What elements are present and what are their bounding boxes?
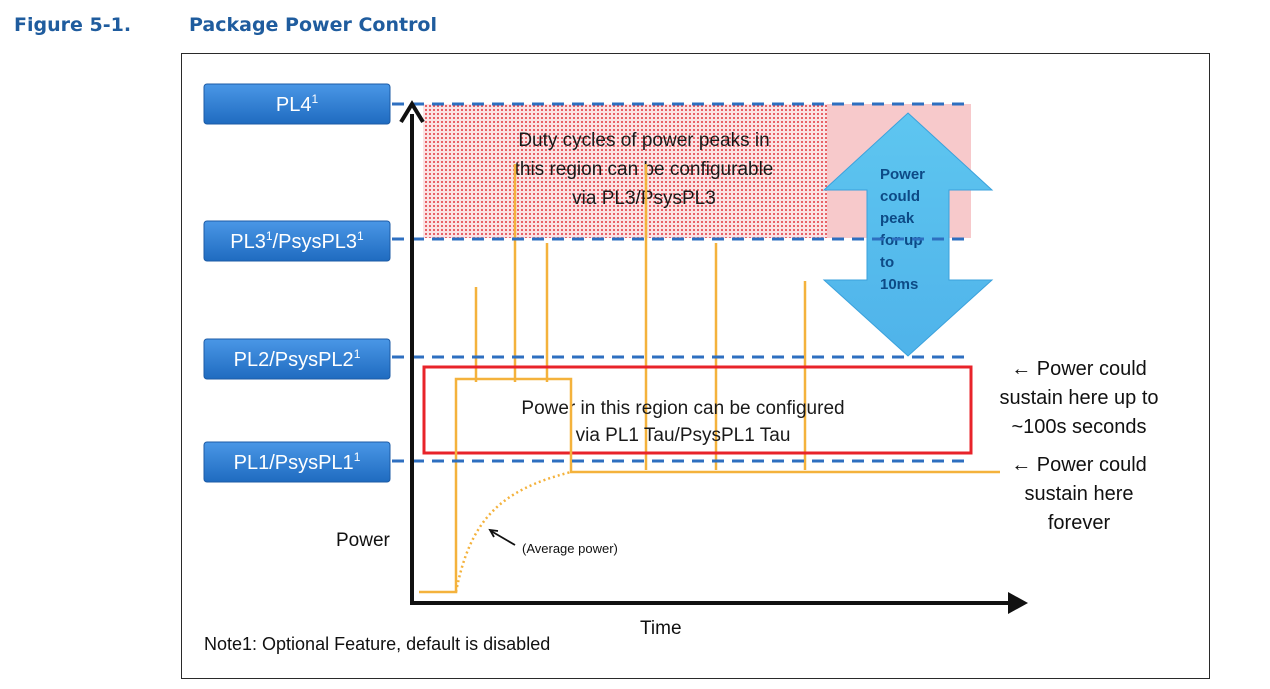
pl2-note-1: ← Power could	[1011, 358, 1147, 380]
svg-text:PL41: PL41	[276, 92, 319, 116]
level-lines	[392, 102, 972, 463]
pl1-note-1: ← Power could	[1011, 454, 1147, 476]
x-axis-label: Time	[640, 618, 682, 639]
peak-region-text-2: this region can be configurable	[515, 159, 774, 180]
pl1-note-2: sustain here	[1025, 483, 1134, 505]
average-power-label: (Average power)	[522, 541, 618, 556]
pl1-label: PL1/PsysPL11	[203, 441, 391, 483]
x-axis-arrowhead	[1008, 592, 1028, 614]
arrow-label-6: 10ms	[880, 276, 918, 293]
power-signal	[419, 377, 1000, 594]
average-power-pointer-head	[488, 528, 499, 538]
figure-number: Figure 5-1.	[14, 14, 132, 36]
svg-text:PL2/PsysPL21: PL2/PsysPL21	[234, 347, 361, 371]
peak-duration-arrow	[822, 112, 994, 357]
pl3-label: PL31/PsysPL31	[203, 220, 391, 262]
footnote: Note1: Optional Feature, default is disa…	[204, 634, 550, 654]
average-power-curve	[454, 470, 572, 593]
pl2-note-3: ~100s seconds	[1011, 416, 1146, 438]
peak-region-dotted	[423, 104, 827, 238]
pl2-label: PL2/PsysPL21	[203, 338, 391, 380]
pl4-label: PL41	[203, 83, 391, 125]
figure-caption: Figure 5-1. Package Power Control	[14, 14, 437, 36]
y-axis-label: Power	[336, 530, 391, 551]
peak-region-text-1: Duty cycles of power peaks in	[518, 130, 769, 151]
sustain-region-text-2: via PL1 Tau/PsysPL1 Tau	[576, 425, 791, 446]
arrow-label-1: Power	[880, 166, 925, 183]
peak-region-text-3: via PL3/PsysPL3	[572, 188, 716, 209]
arrow-label-2: could	[880, 188, 920, 205]
sustain-region-box	[422, 365, 973, 455]
y-axis-arrowhead	[399, 100, 425, 124]
average-power-pointer	[490, 530, 516, 546]
arrow-label-3: peak	[880, 210, 915, 227]
arrow-label-5: to	[880, 254, 894, 271]
figure-title: Package Power Control	[189, 14, 438, 36]
pl1-note-3: forever	[1048, 512, 1111, 534]
sustain-region-text-1: Power in this region can be configured	[521, 398, 844, 419]
svg-text:PL1/PsysPL11: PL1/PsysPL11	[234, 450, 361, 474]
svg-text:PL31/PsysPL31: PL31/PsysPL31	[230, 229, 364, 253]
pl2-note-2: sustain here up to	[1000, 387, 1159, 409]
